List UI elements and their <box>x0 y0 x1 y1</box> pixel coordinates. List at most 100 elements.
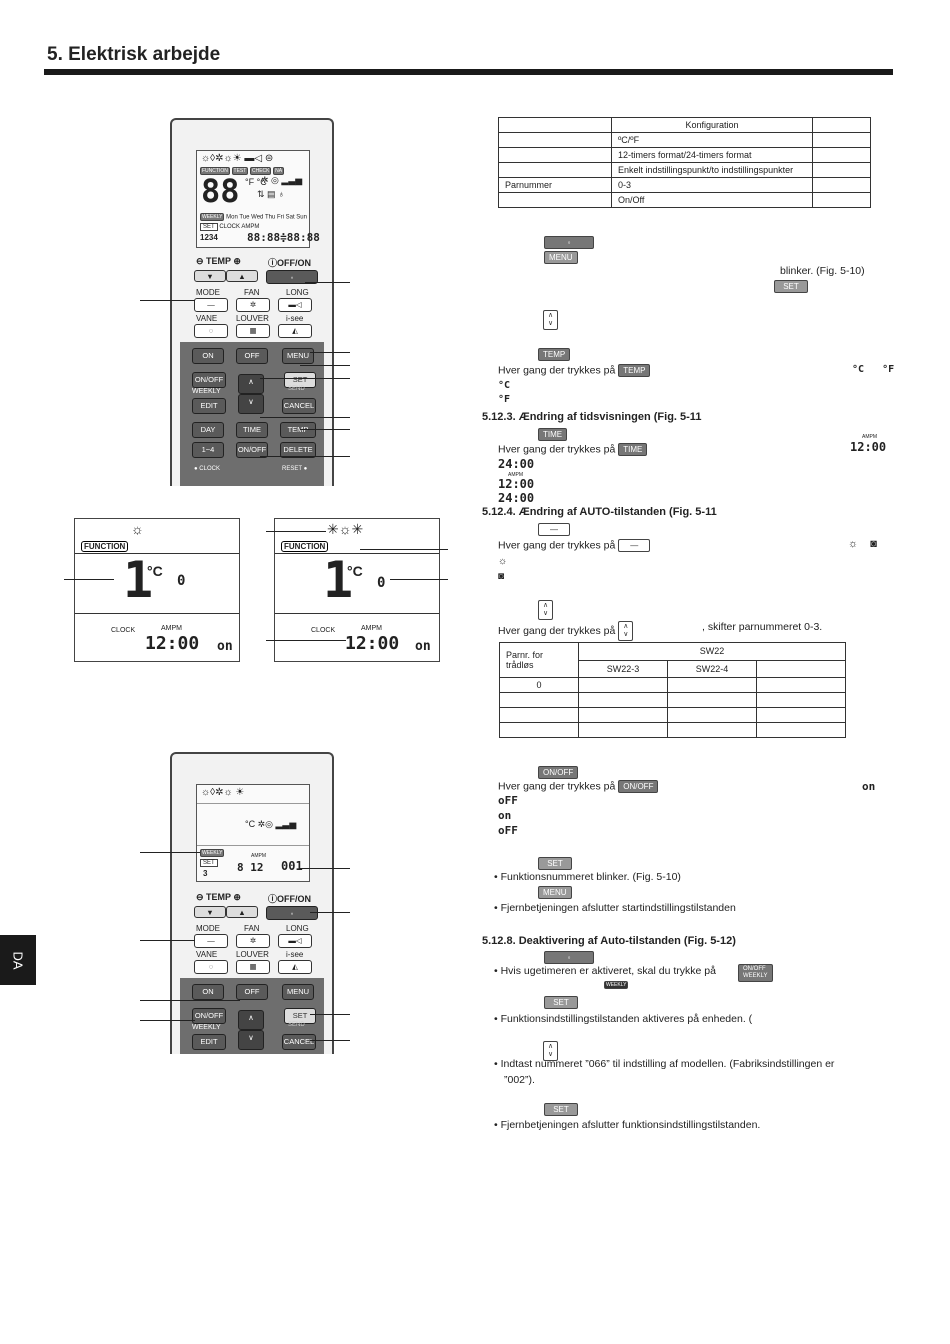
on-icon: on <box>498 809 512 822</box>
up-arrow-button[interactable]: ∧ <box>238 374 264 394</box>
menu-button[interactable]: MENU <box>282 984 314 1000</box>
set-button[interactable]: SET <box>284 372 316 388</box>
instruction-text: • Hvis ugetimeren er aktiveret, skal du … <box>494 965 716 977</box>
temp-up-button[interactable]: ▲ <box>226 270 258 282</box>
weekly-onoff-button[interactable]: ON/OFF <box>192 1008 226 1024</box>
vane-label: VANE <box>196 314 218 323</box>
fan-button[interactable]: ✲ <box>236 298 270 312</box>
table-cell: 0-3 <box>611 177 813 193</box>
leader-line <box>140 940 195 941</box>
ampm-icon: AMPM <box>862 434 877 440</box>
leader-line <box>140 300 195 301</box>
menu-button[interactable]: MENU <box>282 348 314 364</box>
off-timer-button[interactable]: OFF <box>236 348 268 364</box>
clock-label: CLOCK <box>199 466 220 472</box>
up-arrow-button[interactable]: ∧ <box>238 1010 264 1030</box>
edit-button[interactable]: EDIT <box>192 1034 226 1050</box>
table-row: On/Off <box>498 192 871 208</box>
fan-level-icon: ✲ ◎ ▂▃▅ <box>261 175 303 185</box>
off-timer-button[interactable]: OFF <box>236 984 268 1000</box>
down-arrow-button[interactable]: ∨ <box>238 394 264 414</box>
leader-line <box>310 1040 350 1041</box>
leader-line <box>310 352 350 353</box>
lower-code-blink: 001 <box>281 859 303 873</box>
louver-button[interactable]: ▦ <box>236 324 270 338</box>
temp-button[interactable]: TEMP <box>280 422 316 438</box>
vane-button[interactable]: ◌ <box>194 324 228 338</box>
table-row <box>499 722 846 738</box>
temp-button-ref: TEMP <box>538 348 571 361</box>
leader-line <box>300 868 350 869</box>
title-rule <box>44 69 893 75</box>
fan-button[interactable]: ✲ <box>236 934 270 948</box>
unit-indicator: °C <box>147 563 163 579</box>
temp-down-button[interactable]: ▼ <box>194 270 226 282</box>
on-timer-button[interactable]: ON <box>192 984 224 1000</box>
off-icon: oFF <box>498 824 518 837</box>
lower-ampm: AMPM <box>251 853 266 859</box>
lcd-temp-unit: °F °C <box>245 177 267 187</box>
table-row: Enkelt indstillingspunkt/to indstillings… <box>498 162 871 178</box>
clock-indicator: CLOCK <box>311 627 336 634</box>
setting-value: 0 <box>177 573 186 589</box>
down-arrow-button[interactable]: ∨ <box>238 1030 264 1050</box>
isee-button[interactable]: ◭ <box>278 324 312 338</box>
timer-onoff-button[interactable]: ON/OFF <box>236 442 268 458</box>
delete-button[interactable]: DELETE <box>280 442 316 458</box>
temp-down-button[interactable]: ▼ <box>194 906 226 918</box>
long-button[interactable]: ▬◁ <box>278 934 312 948</box>
time-display-blink: 12:00 <box>345 633 400 654</box>
config-table: Konfiguration ºC/ºF 12-timers format/24-… <box>498 117 871 208</box>
isee-button[interactable]: ◭ <box>278 960 312 974</box>
weekly-onoff-button[interactable]: ON/OFF <box>192 372 226 388</box>
leader-line <box>305 282 350 283</box>
day-button[interactable]: DAY <box>192 422 224 438</box>
time-button-ref: TIME <box>538 428 568 441</box>
leader-line <box>310 1014 350 1015</box>
weekly-label: WEEKLY <box>192 388 221 395</box>
isee-label: i-see <box>286 314 304 323</box>
temp-up-button[interactable]: ▲ <box>226 906 258 918</box>
arrow-buttons-ref: ∧∨ <box>618 621 634 641</box>
mode-button[interactable]: — <box>194 298 228 312</box>
mode-button[interactable]: — <box>194 934 228 948</box>
time-button[interactable]: TIME <box>236 422 268 438</box>
edit-button[interactable]: EDIT <box>192 398 226 414</box>
arrow-buttons-ref: ∧∨ <box>538 600 554 620</box>
weekly-label: WEEKLY <box>192 1024 221 1031</box>
lcd-set-label: SET <box>200 223 218 231</box>
unit-indicator-blink: °C <box>347 563 363 579</box>
louver-button[interactable]: ▦ <box>236 960 270 974</box>
on-timer-button[interactable]: ON <box>192 348 224 364</box>
time-24h-icon: 24:00 <box>498 491 535 505</box>
ampm-indicator: AMPM <box>161 625 182 632</box>
louver-label: LOUVER <box>236 314 269 323</box>
table-row: 0 <box>499 677 846 693</box>
auto-dual-icon: ◙ <box>498 571 505 582</box>
vane-label: VANE <box>196 950 218 959</box>
on-indicator: on <box>217 639 233 654</box>
instruction-text: Hver gang der trykkes på <box>498 443 616 456</box>
cancel-button[interactable]: CANCEL <box>282 1034 316 1050</box>
power-button[interactable]: ◦ <box>266 906 318 920</box>
lcd-timer-digits: 88:88≑88:88 <box>247 231 320 244</box>
long-button[interactable]: ▬◁ <box>278 298 312 312</box>
table-cell: On/Off <box>611 192 813 208</box>
auto-single-icon: ☼ <box>498 556 508 567</box>
cancel-button[interactable]: CANCEL <box>282 398 316 414</box>
leader-line <box>310 912 350 913</box>
leader-line <box>300 429 350 430</box>
long-label: LONG <box>286 288 309 297</box>
celsius-icon: °C <box>498 380 511 391</box>
range-button[interactable]: 1~4 <box>192 442 224 458</box>
mode-icons: ☼◊✲☼ ☀ <box>201 787 245 798</box>
auto-icons: ☼ ◙ <box>848 538 877 550</box>
vane-button[interactable]: ◌ <box>194 960 228 974</box>
table-cell: ºC/ºF <box>611 132 813 148</box>
power-button[interactable]: ◦ <box>266 270 318 284</box>
auto-mode-icon: ☼ <box>131 521 144 537</box>
set-button[interactable]: SET <box>284 1008 316 1024</box>
time-display: 12:00 <box>145 633 200 654</box>
louver-label: LOUVER <box>236 950 269 959</box>
